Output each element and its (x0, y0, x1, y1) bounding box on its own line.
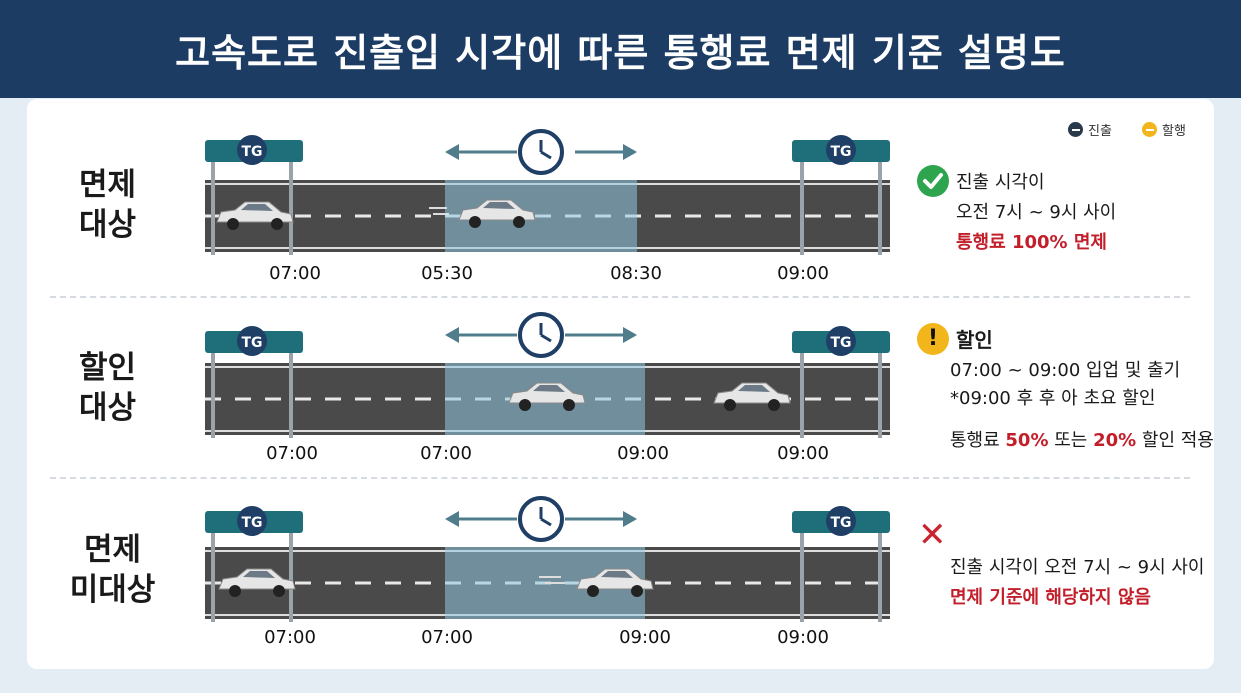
time-label: 09:00 (777, 627, 829, 648)
info-text: 할인 적용 (1136, 430, 1214, 451)
info-line: 07:00 ~ 09:00 입업 및 출기 (950, 360, 1181, 381)
row-label-line: 면제 (83, 532, 142, 568)
time-label: 07:00 (264, 627, 316, 648)
info-highlight: 면제 기준에 해당하지 않음 (950, 587, 1151, 608)
info-text: 또는 (1048, 430, 1094, 451)
info-line: 오전 7시 ~ 9시 사이 (956, 202, 1117, 223)
time-label: 09:00 (619, 627, 671, 648)
row-label-line: 대상 (78, 207, 137, 243)
info-exempt: 진출 시각이 오전 7시 ~ 9시 사이 통행료 100% 면제 (956, 168, 1241, 258)
info-text: 통행료 (950, 430, 1006, 451)
clock-icon (518, 129, 564, 175)
clock-icon (518, 312, 564, 358)
car-icon (539, 568, 654, 597)
toll-gate-sign: TG (205, 135, 303, 255)
x-icon: ✕ (918, 515, 947, 555)
legend-item-discount: 할행 (1142, 120, 1186, 139)
clock-arrow-indicator (445, 496, 637, 542)
info-title: 할인 (956, 328, 993, 352)
car-icon (508, 382, 586, 411)
time-label: 07:00 (269, 263, 321, 284)
svg-text:TG: TG (241, 515, 262, 531)
info-rate-line: 통행료 50% 또는 20% 할인 적용 (950, 427, 1241, 455)
highway-diagram: TG TG (205, 496, 890, 622)
toll-gate-sign: TG (792, 326, 890, 438)
row-label-not-exempt: 면제 미대상 (55, 530, 170, 610)
time-label: 09:00 (777, 263, 829, 284)
legend-item-exit: 진출 (1068, 120, 1112, 139)
discount-rate: 20% (1093, 430, 1137, 451)
info-title: 진출 시각이 (956, 172, 1045, 193)
info-line: *09:00 후 후 아 초요 할인 (950, 388, 1156, 409)
car-icon (713, 382, 791, 411)
check-icon (917, 165, 949, 197)
time-label: 07:00 (421, 627, 473, 648)
highway-diagram: TG TG (205, 129, 890, 255)
toll-gate-sign: TG (792, 135, 890, 255)
row-divider (50, 296, 1190, 298)
time-label: 07:00 (266, 443, 318, 464)
page-title: 고속도로 진출입 시각에 따른 통행료 면제 기준 설명도 (175, 31, 1066, 75)
time-label: 05:30 (421, 263, 473, 284)
info-line: 진출 시각이 오전 7시 ~ 9시 사이 (950, 557, 1205, 578)
toll-gate-sign: TG (205, 326, 303, 438)
row-divider (50, 477, 1190, 479)
time-label: 07:00 (420, 443, 472, 464)
car-icon (429, 199, 536, 228)
clock-arrow-indicator (445, 129, 637, 175)
legend-label: 할행 (1162, 124, 1186, 139)
clock-icon (518, 496, 564, 542)
legend-label: 진출 (1088, 124, 1112, 139)
row-label-line: 할인 (78, 350, 137, 386)
info-not-exempt: 진출 시각이 오전 7시 ~ 9시 사이 면제 기준에 해당하지 않음 (950, 553, 1241, 613)
svg-text:TG: TG (241, 335, 262, 351)
exit-dot-icon (1068, 122, 1083, 137)
svg-text:TG: TG (830, 515, 851, 531)
time-label: 09:00 (617, 443, 669, 464)
row-label-line: 대상 (78, 390, 137, 426)
toll-gate-sign: TG (792, 506, 890, 622)
row-label-discount: 할인 대상 (60, 348, 155, 428)
info-highlight: 통행료 100% 면제 (956, 232, 1107, 253)
svg-text:TG: TG (830, 335, 851, 351)
svg-text:TG: TG (241, 144, 262, 160)
clock-arrow-indicator (445, 312, 637, 358)
svg-text:TG: TG (830, 144, 851, 160)
header-bar: 고속도로 진출입 시각에 따른 통행료 면제 기준 설명도 (0, 0, 1241, 98)
toll-gate-sign: TG (205, 506, 303, 622)
warning-icon: ! (917, 323, 949, 355)
time-label: 08:30 (610, 263, 662, 284)
row-label-exempt: 면제 대상 (60, 165, 155, 245)
highway-diagram: TG TG (205, 312, 890, 438)
discount-dot-icon (1142, 122, 1157, 137)
info-discount-detail: 07:00 ~ 09:00 입업 및 출기 *09:00 후 후 아 초요 할인… (950, 357, 1241, 455)
info-discount: 할인 (956, 324, 1241, 361)
car-icon (218, 568, 296, 597)
time-label: 09:00 (777, 443, 829, 464)
car-icon (216, 201, 294, 230)
row-label-line: 면제 (78, 167, 137, 203)
row-label-line: 미대상 (69, 572, 156, 608)
discount-rate: 50% (1005, 430, 1049, 451)
